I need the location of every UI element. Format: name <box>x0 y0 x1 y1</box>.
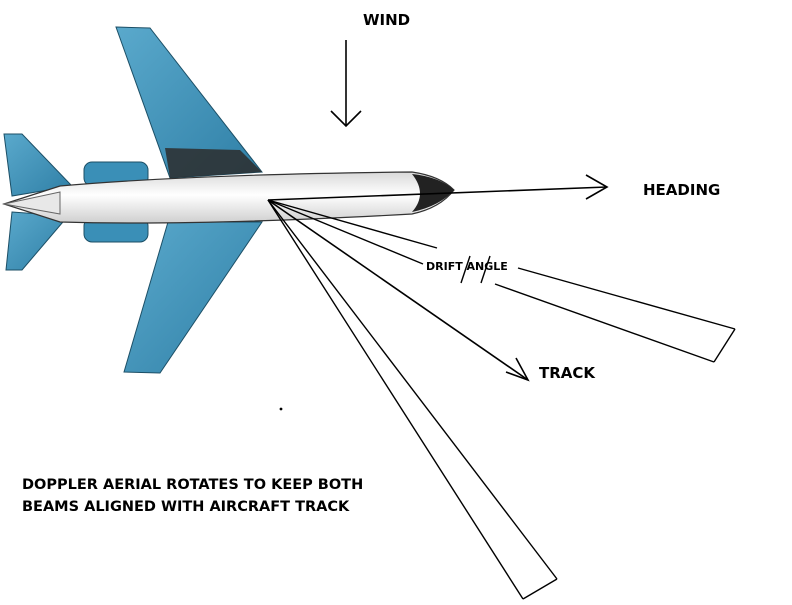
heading-label: HEADING <box>643 181 721 199</box>
upper-wing-root <box>165 148 262 178</box>
fuselage <box>2 171 455 224</box>
track-label: TRACK <box>539 364 596 382</box>
stray-dot <box>279 407 283 411</box>
caption-line-2: BEAMS ALIGNED WITH AIRCRAFT TRACK <box>22 499 350 515</box>
wind-label: WIND <box>363 11 411 29</box>
caption: DOPPLER AERIAL ROTATES TO KEEP BOTH BEAM… <box>22 474 363 518</box>
heading-arrow <box>267 174 609 201</box>
lower-wing <box>123 221 263 374</box>
rear-doppler-beam <box>267 199 558 600</box>
drift-angle-marks <box>460 255 491 284</box>
caption-line-1: DOPPLER AERIAL ROTATES TO KEEP BOTH <box>22 477 364 493</box>
tail-cone <box>3 191 61 215</box>
forward-doppler-beam <box>267 199 736 363</box>
track-arrow <box>267 199 530 382</box>
aircraft <box>2 26 455 374</box>
wind-arrow <box>330 40 362 128</box>
drift-angle-label: DRIFT ANGLE <box>426 260 508 273</box>
